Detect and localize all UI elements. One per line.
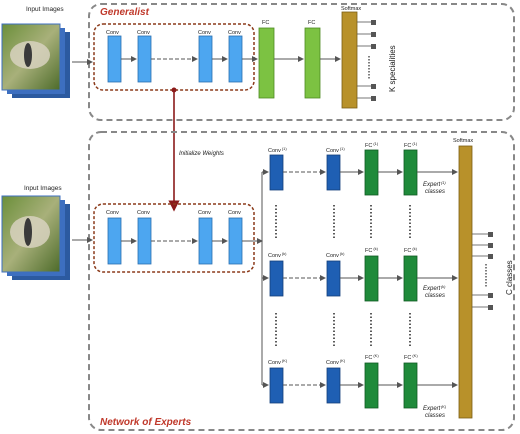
svg-text:Conv: Conv: [106, 210, 119, 216]
experts-title: Network of Experts: [100, 417, 192, 428]
generalist-conv-2: Conv: [137, 30, 152, 83]
generalist-input-label: Input Images: [26, 6, 64, 13]
expert-k-classes-label: Expert(k)classes: [423, 284, 446, 299]
experts-shared-conv-group: [93, 203, 255, 273]
expert-k-fc-2: FC(k): [403, 246, 418, 302]
svg-text:FC(K): FC(K): [404, 353, 418, 361]
expert-K-fc-1: FC(K): [364, 353, 379, 409]
generalist-input-images: [1, 23, 70, 98]
svg-text:Conv: Conv: [198, 30, 211, 36]
experts-conv-2: Conv: [137, 210, 152, 265]
generalist-output-label: K specialities: [388, 45, 397, 92]
generalist-conv-3: Conv: [198, 30, 213, 83]
expert-1-fc-1: FC(1): [364, 141, 379, 196]
expert-k-fc-1: FC(k): [364, 246, 379, 302]
expert-K-classes-label: Expert(K)classes: [423, 404, 447, 419]
svg-text:Conv(k): Conv(k): [326, 251, 345, 259]
expert-1-conv-1: Conv(1): [268, 146, 287, 191]
svg-text:Conv(1): Conv(1): [326, 146, 345, 154]
svg-text:Conv(1): Conv(1): [268, 146, 287, 154]
experts-conv-1: Conv: [106, 210, 122, 265]
svg-text:FC(K): FC(K): [365, 353, 379, 361]
generalist-fc-1: FC: [258, 20, 275, 99]
expert-row-separators: [275, 205, 411, 348]
svg-text:Conv(K): Conv(K): [326, 358, 346, 366]
experts-conv-3: Conv: [198, 210, 213, 265]
svg-text:Conv(k): Conv(k): [268, 251, 287, 259]
experts-softmax: Softmax: [453, 138, 473, 419]
generalist-output-nodes: [357, 20, 376, 101]
expert-1-classes-label: Expert(1)classes: [423, 180, 446, 195]
experts-input-label: Input Images: [24, 185, 62, 192]
svg-text:Conv: Conv: [137, 210, 150, 216]
expert-K-conv-1: Conv(K): [268, 358, 288, 404]
expert-K-fc-2: FC(K): [403, 353, 418, 409]
expert-1-conv-2: Conv(1): [326, 146, 345, 191]
expert-row-k: Conv(k) Conv(k) FC(k) FC(k) Expert(k)cla…: [268, 246, 458, 302]
svg-text:FC(k): FC(k): [365, 246, 379, 254]
generalist-softmax: Softmax: [341, 6, 361, 109]
expert-row-K: Conv(K) Conv(K) FC(K) FC(K) Expert(K)cla…: [268, 353, 458, 419]
experts-output-nodes: [472, 232, 493, 310]
generalist-title: Generalist: [100, 7, 150, 18]
initialize-weights-label: Initialize Weights: [179, 151, 224, 157]
svg-text:FC(1): FC(1): [365, 141, 379, 149]
svg-text:Conv: Conv: [106, 30, 119, 36]
svg-text:FC: FC: [262, 20, 269, 26]
experts-output-label: C classes: [505, 260, 514, 295]
svg-text:FC(1): FC(1): [404, 141, 418, 149]
expert-1-fc-2: FC(1): [403, 141, 418, 196]
svg-text:FC(k): FC(k): [404, 246, 418, 254]
generalist-fc-2: FC: [304, 20, 321, 99]
expert-k-conv-2: Conv(k): [326, 251, 345, 297]
experts-conv-4: Conv: [228, 210, 243, 265]
svg-text:Conv: Conv: [228, 210, 241, 216]
svg-text:Conv: Conv: [228, 30, 241, 36]
svg-text:Conv(K): Conv(K): [268, 358, 288, 366]
svg-text:Conv: Conv: [137, 30, 150, 36]
experts-panel: [88, 131, 515, 431]
generalist-conv-4: Conv: [228, 30, 243, 83]
expert-row-1: Conv(1) Conv(1) FC(1) FC(1) Expert(1)cla…: [268, 141, 458, 196]
svg-text:Conv: Conv: [198, 210, 211, 216]
experts-input-images: [1, 195, 70, 280]
expert-k-conv-1: Conv(k): [268, 251, 287, 297]
generalist-conv-1: Conv: [106, 30, 122, 83]
expert-K-conv-2: Conv(K): [326, 358, 346, 404]
svg-text:Softmax: Softmax: [453, 138, 473, 144]
generalist-panel: [88, 3, 515, 121]
svg-text:Softmax: Softmax: [341, 6, 361, 12]
svg-text:FC: FC: [308, 20, 315, 26]
